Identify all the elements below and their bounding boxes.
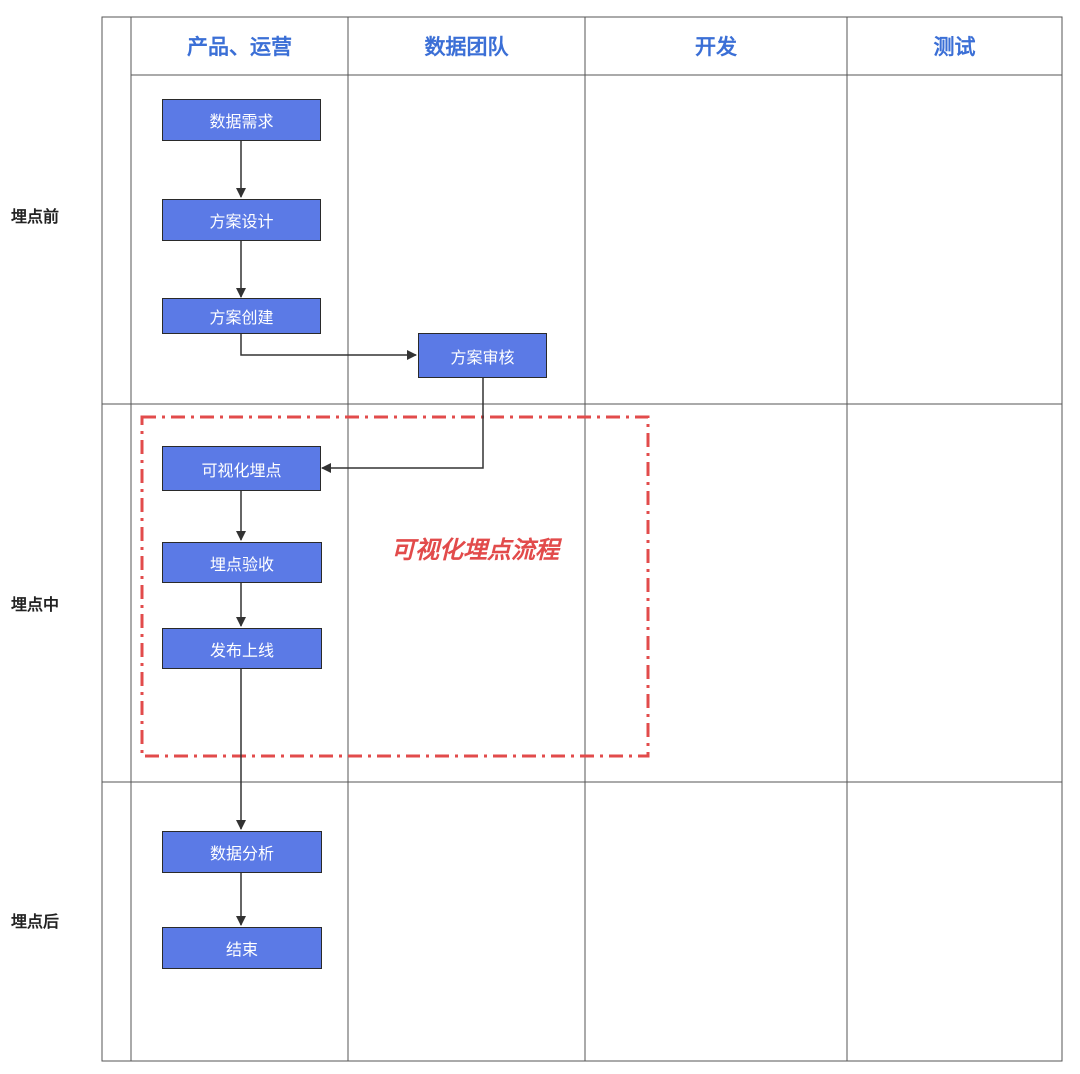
phase-label-after: 埋点后: [10, 912, 59, 931]
highlight-region-label: 可视化埋点流程: [391, 535, 559, 564]
node-plan-create: 方案创建: [162, 298, 321, 334]
node-visual-tracking: 可视化埋点: [162, 446, 321, 491]
phase-label-during: 埋点中: [10, 595, 59, 614]
node-plan-design: 方案设计: [162, 199, 321, 241]
node-tracking-acceptance: 埋点验收: [162, 542, 322, 583]
highlight-region-border: [140, 415, 650, 758]
grid-outer-border: [101, 16, 1063, 1062]
node-plan-review: 方案审核: [418, 333, 547, 378]
node-data-requirement: 数据需求: [162, 99, 321, 141]
lane-header-testing: 测试: [933, 35, 976, 59]
node-end: 结束: [162, 927, 322, 969]
lane-header-product-ops: 产品、运营: [187, 35, 292, 59]
phase-label-before: 埋点前: [10, 207, 59, 226]
lane-header-data-team: 数据团队: [424, 35, 509, 59]
arrow-create-to-review: [240, 334, 417, 360]
node-data-analysis: 数据分析: [162, 831, 322, 873]
grid: [101, 16, 1063, 1062]
arrow-review-to-visual-tracking: [321, 378, 484, 473]
lane-header-development: 开发: [695, 35, 737, 59]
node-release-online: 发布上线: [162, 628, 322, 669]
